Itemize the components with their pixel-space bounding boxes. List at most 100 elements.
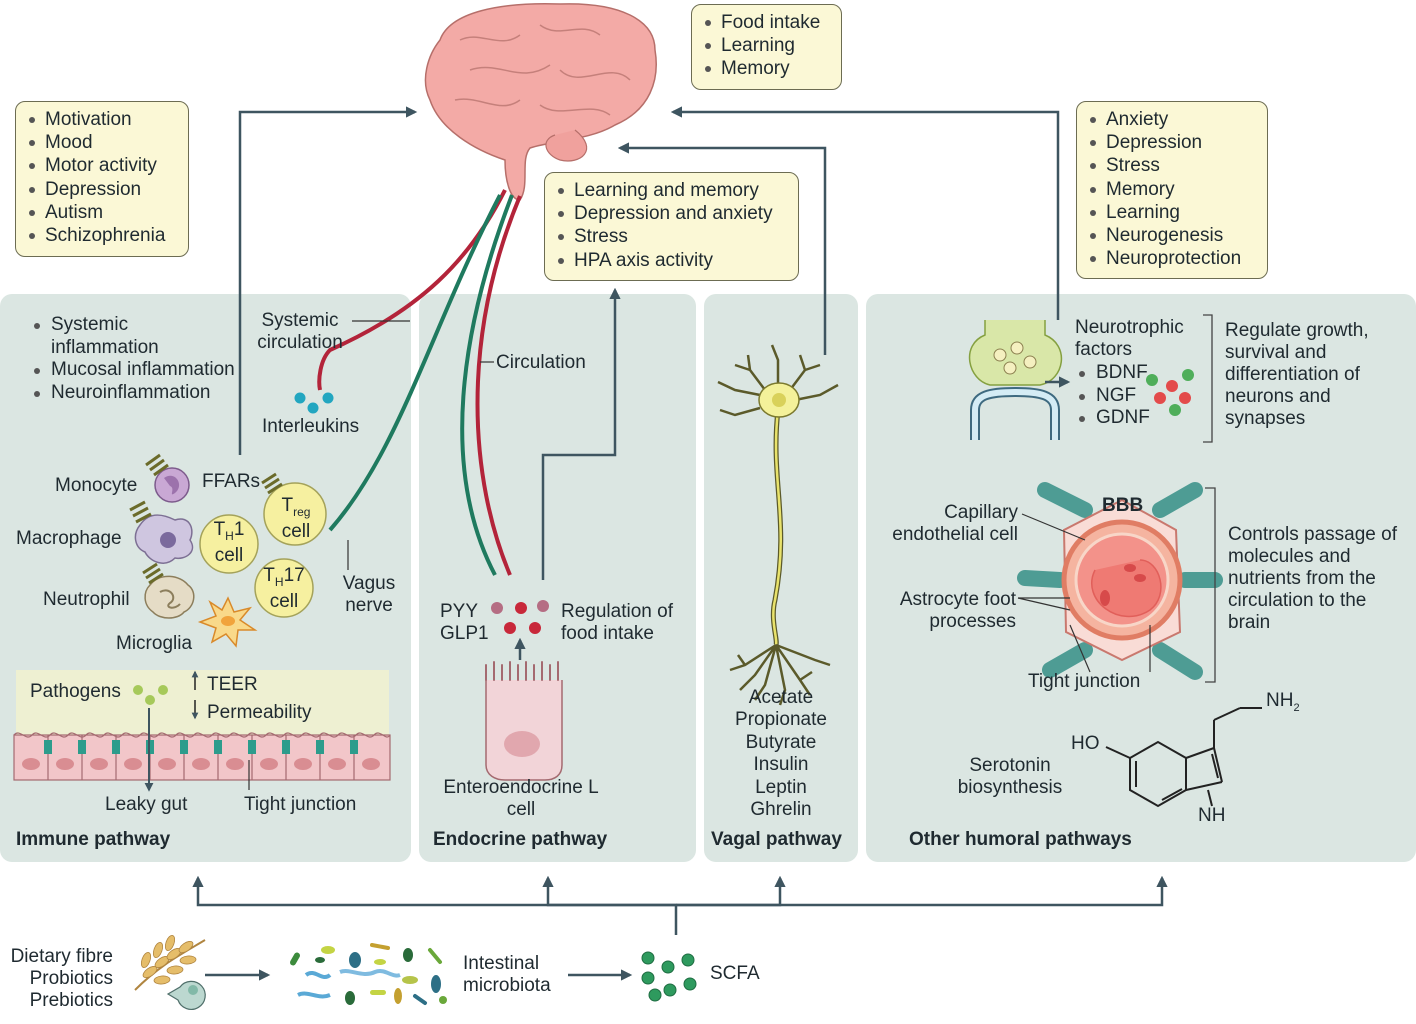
serotonin-molecule [1105,707,1262,808]
microglia-cell [197,596,258,648]
brain-illustration [424,3,657,201]
vagus-nerve-label: Vagus nerve [342,573,396,616]
macrophage-label: Macrophage [16,528,122,549]
th1-line2: cell [214,544,244,566]
list-item: Acetate [748,687,814,708]
microbiota-label: Intestinal microbiota [463,953,551,996]
endocrine-pathway-title: Endocrine pathway [433,829,608,850]
wheat-icon [134,934,206,991]
th1-main: T [213,519,226,540]
neutrophil-cell [142,562,195,619]
serotonin-label: Serotonin biosynthesis [957,755,1063,798]
nh2-sub: 2 [1293,701,1300,714]
list-item: Mood [28,131,176,154]
bbb-illustration [1017,482,1223,680]
systemic-circulation-label: Systemic circulation [257,310,343,353]
list-item: Depression [28,178,176,201]
bbb-tight-junction-label: Tight junction [1028,671,1141,692]
neurotrophic-factors-list: BDNF NGF GDNF [1073,362,1183,430]
enteroendocrine-cell-label: Enteroendocrine L cell [443,777,599,820]
microglia-label: Microglia [116,633,193,654]
list-item: Insulin [753,754,809,776]
list-item: Propionate [735,709,827,731]
list-item: Ghrelin [750,799,812,821]
treg-line2: cell [281,520,311,542]
monocyte-label: Monocyte [55,475,138,496]
th1-cell-label: TH1 cell [200,520,258,566]
nh-label: NH [1198,805,1226,826]
neurotrophic-factors-label: Neurotrophic factors [1075,317,1184,360]
list-item: Neurogenesis [1089,224,1255,247]
list-item: Motivation [28,108,176,131]
list-item: Stress [557,225,786,248]
endocrine-outcomes-box: Learning and memory Depression and anxie… [544,172,799,281]
list-item: BDNF [1073,362,1183,385]
list-item: Dietary fibre [10,946,113,967]
treg-cell-label: Treg cell [264,496,328,542]
circulation-label: Circulation [496,352,586,373]
immune-pathway-title: Immune pathway [16,829,171,850]
list-item: Stress [1089,154,1255,177]
list-item: Mucosal inflammation [28,359,238,382]
controls-passage-label: Controls passage of molecules and nutrie… [1228,524,1397,633]
list-item: Motor activity [28,154,176,177]
regulate-growth-label: Regulate growth, survival and differenti… [1225,320,1369,429]
list-item: Depression [1089,131,1255,154]
nh2-main: NH [1266,690,1294,711]
ffars-label: FFARs [202,471,261,492]
microbiota-illustration [290,943,447,1005]
pathogens-label: Pathogens [30,681,121,702]
list-item: GDNF [1073,407,1183,430]
humoral-outcomes-box: Anxiety Depression Stress Memory Learnin… [1076,101,1268,279]
bbb-label: BBB [1102,495,1144,516]
interleukins-label: Interleukins [262,416,360,437]
list-item: Learning [1089,201,1255,224]
scfa-label: SCFA [710,963,760,984]
list-item: Depression and anxiety [557,202,786,225]
th17-line2: cell [269,590,299,612]
vagal-molecules-list: Acetate Propionate Butyrate Insulin Lept… [715,687,847,821]
th1-suffix: 1 [233,519,245,540]
permeability-label: Permeability [207,702,312,723]
immune-outcomes-box: Motivation Mood Motor activity Depressio… [15,101,189,257]
immune-effects-list: Systemic inflammation Mucosal inflammati… [28,314,238,404]
list-item: HPA axis activity [557,249,786,272]
pyy-label: PYY [440,601,479,622]
astrocyte-label: Astrocyte foot processes [899,589,1016,632]
tight-junction-label: Tight junction [244,794,357,815]
teer-label: TEER [207,674,258,695]
synapse-illustration [968,320,1062,440]
regulation-label: Regulation of food intake [561,601,673,644]
list-item: Probiotics [29,968,113,989]
macrophage-cell [129,500,194,564]
ho-label: HO [1071,733,1100,754]
neutrophil-label: Neutrophil [43,589,130,610]
vagal-pathway-title: Vagal pathway [711,829,842,850]
glp1-label: GLP1 [440,623,489,644]
vagal-neuron [717,344,839,706]
th1-sub: H [225,528,234,543]
list-item: Systemic inflammation [28,314,238,359]
list-item: Neuroinflammation [28,382,238,405]
list-item: Learning and memory [557,179,786,202]
diet-inputs-list: Dietary fibre Probiotics Prebiotics [0,946,113,1012]
list-item: Autism [28,201,176,224]
list-item: Food intake [704,11,829,34]
treg-sub: reg [293,504,311,519]
th17-main: T [263,565,275,586]
humoral-pathway-title: Other humoral pathways [909,829,1132,850]
treg-main: T [281,495,294,516]
list-item: Prebiotics [29,990,113,1011]
th17-cell-label: TH17 cell [254,566,314,612]
gut-epithelium [13,732,391,781]
list-item: Memory [704,57,829,80]
th17-sub: H [274,574,284,589]
list-item: Learning [704,34,829,57]
monocyte-cell [145,453,190,503]
list-item: Memory [1089,178,1255,201]
leaky-gut-label: Leaky gut [105,794,188,815]
list-item: Anxiety [1089,108,1255,131]
list-item: NGF [1073,385,1183,408]
